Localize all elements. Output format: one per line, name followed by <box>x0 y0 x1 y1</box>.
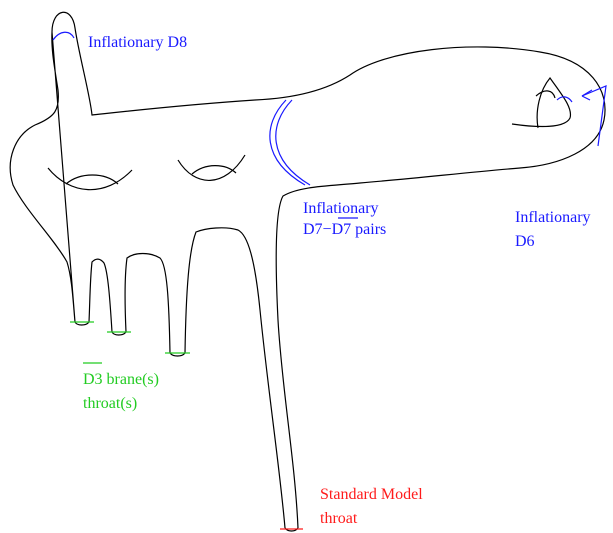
label-d7-part-c: pairs <box>351 221 386 238</box>
label-d3-line2: throat(s) <box>83 395 137 412</box>
label-d8: Inflationary D8 <box>88 34 187 51</box>
label-sm-line2: throat <box>320 510 358 527</box>
label-d6-line2: D6 <box>515 233 535 250</box>
label-d6-line1: Inflationary <box>515 209 591 226</box>
label-d7-part-b: D7 <box>332 221 352 238</box>
handle-1-lower <box>48 168 132 190</box>
handle-2-lower <box>178 155 245 180</box>
manifold-outline <box>10 12 605 528</box>
label-d7-part-a: D7− <box>303 221 332 238</box>
d7-brane-line-1 <box>270 100 305 185</box>
label-sm-line1: Standard Model <box>320 486 423 503</box>
d6-arrow-head <box>582 90 592 100</box>
d7-brane-line-2 <box>276 100 310 185</box>
d6-lobe-inner <box>512 78 570 128</box>
d8-brane-arc <box>53 32 74 40</box>
label-d7-line2: D7−D7 pairs <box>303 221 386 238</box>
label-d3-line1: D3 brane(s) <box>83 371 159 388</box>
handle-1-upper <box>66 175 118 184</box>
label-d7-line1: Inflationary <box>303 200 379 217</box>
d6-lobe-detail <box>536 91 555 98</box>
